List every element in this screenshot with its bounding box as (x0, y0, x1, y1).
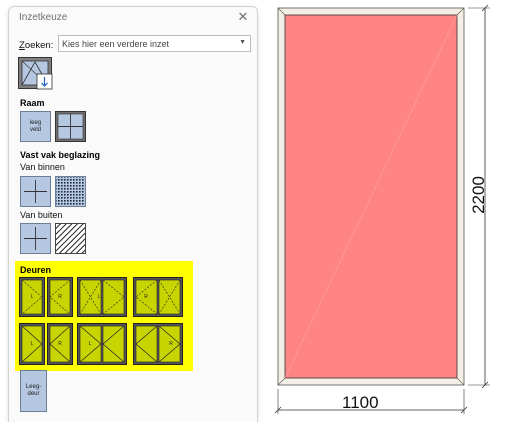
leeg-veld-line1: leeg (29, 120, 42, 126)
titlebar: Inzetkeuze ✕ (9, 7, 257, 29)
door-letter: R (169, 341, 173, 347)
deur-1vaks-rechts-tile[interactable]: R (47, 277, 73, 317)
binnen-kruis-tile[interactable] (20, 176, 51, 207)
glass-reflection (284, 14, 458, 379)
height-dimension-label: 2200 (468, 176, 488, 214)
width-dimension-label: 1100 (342, 393, 379, 412)
buiten-kruis-tile[interactable] (20, 223, 51, 254)
leeg-deur-line2: deur (27, 391, 40, 397)
section-deuren: Deuren (20, 265, 52, 275)
deuren-highlight: Deuren L R (15, 261, 193, 371)
label-van-binnen: Van binnen (20, 162, 65, 172)
dialog-title: Inzetkeuze (19, 12, 68, 23)
door-letter: L (97, 294, 101, 300)
close-icon[interactable]: ✕ (237, 9, 249, 24)
door-letter: L (30, 294, 34, 300)
window-drawing (274, 4, 490, 414)
raam-kruis-tile[interactable] (55, 111, 86, 142)
door-letter: L (88, 341, 92, 347)
door-letter: R (144, 294, 148, 300)
deur-paneel-2vaks-links-tile[interactable]: L (77, 323, 127, 365)
deur-paneel-rechts-tile[interactable]: R (47, 323, 73, 365)
drawing-canvas[interactable]: 1100 2200 (268, 0, 514, 422)
search-label: Zoeken: (19, 40, 54, 51)
deur-1vaks-links-tile[interactable]: L (19, 277, 45, 317)
search-dropdown[interactable]: ▼ (58, 35, 251, 52)
deur-2vaks-rechts-tile[interactable]: R (133, 277, 183, 317)
door-letter: L (30, 341, 34, 347)
leeg-deur-line1: Leeg- (25, 384, 42, 390)
leeg-veld-line2: veld (29, 127, 41, 133)
door-letter: R (58, 294, 62, 300)
deur-2vaks-links-tile[interactable]: L (77, 277, 127, 317)
section-raam: Raam (20, 98, 45, 108)
section-vast-vak-beglazing: Vast vak beglazing (20, 150, 101, 160)
label-van-buiten: Van buiten (20, 210, 63, 220)
deur-paneel-links-tile[interactable]: L (19, 323, 45, 365)
binnen-raster-tile[interactable] (55, 176, 86, 207)
search-input[interactable] (62, 37, 230, 50)
current-insert-tile[interactable] (18, 57, 54, 91)
door-letter: R (58, 341, 62, 347)
chevron-down-icon[interactable]: ▼ (239, 39, 246, 46)
deur-paneel-2vaks-rechts-tile[interactable]: R (133, 323, 183, 365)
leeg-deur-tile[interactable]: Leeg-deur (20, 370, 47, 412)
buiten-arcering-tile[interactable] (55, 223, 86, 254)
